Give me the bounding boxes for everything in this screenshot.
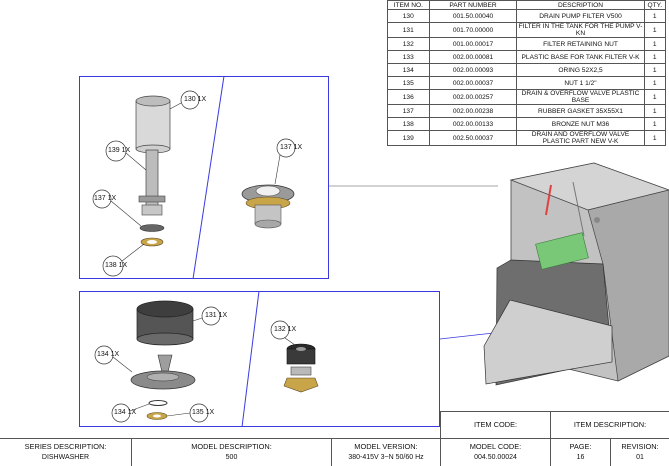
callout-131: 131 1X	[205, 312, 228, 319]
series-description-cell: SERIES DESCRIPTION: DISHWASHER	[0, 438, 131, 466]
item-code-cell: ITEM CODE:	[440, 411, 550, 438]
callout-134-oring: 134 1X	[114, 409, 137, 416]
title-block: ITEM CODE: ITEM DESCRIPTION: SERIES DESC…	[0, 411, 669, 466]
detail-box-drain-valve	[79, 76, 329, 279]
revision-cell: REVISION: 01	[610, 438, 669, 466]
series-description-value: DISHWASHER	[41, 454, 90, 461]
item-code-label: ITEM CODE:	[473, 420, 518, 429]
dishwasher-cabinet	[483, 162, 669, 386]
callout-130: 130 1X	[184, 96, 207, 103]
callout-137-exploded: 137 1X	[94, 195, 117, 202]
callout-circles	[92, 90, 296, 423]
revision-value: 01	[636, 454, 644, 461]
model-code-value: 004.50.00024	[474, 454, 517, 461]
part-130-filter	[135, 95, 171, 154]
callout-138: 138 1X	[105, 262, 128, 269]
part-138-bronze-nut	[140, 237, 164, 247]
description-cell: DRAIN AND OVERFLOW VALVE PLASTIC PART NE…	[516, 130, 645, 146]
item-description-label: ITEM DESCRIPTION:	[573, 420, 647, 429]
parts-table: ITEM NO. PART NUMBER DESCRIPTION QTY. 13…	[387, 0, 667, 146]
revision-label: REVISION:	[621, 442, 659, 451]
callout-132: 132 1X	[274, 326, 297, 333]
part-137-gasket	[139, 224, 165, 232]
qty-cell: 1	[643, 130, 667, 146]
callout-139: 139 1X	[108, 147, 131, 154]
model-version-label: MODEL VERSION:	[354, 442, 418, 451]
series-description-label: SERIES DESCRIPTION:	[24, 442, 107, 451]
part-131-tank-filter	[136, 300, 194, 346]
model-description-label: MODEL DESCRIPTION:	[191, 442, 272, 451]
page-value: 16	[576, 454, 585, 461]
box2-divider	[241, 290, 260, 428]
callout-135: 135 1X	[192, 409, 215, 416]
model-description-cell: MODEL DESCRIPTION: 500	[131, 438, 331, 466]
part-133-plastic-base	[130, 354, 196, 390]
callout-137-assembled: 137 1X	[280, 144, 303, 151]
page-label: PAGE:	[569, 442, 592, 451]
page-cell: PAGE: 16	[550, 438, 610, 466]
callout-leaders	[110, 102, 296, 417]
detail-box-tank-filter	[79, 291, 440, 427]
part-134-oring	[148, 400, 168, 406]
model-version-cell: MODEL VERSION: 380-415V 3~N 50/60 Hz	[331, 438, 440, 466]
part-137-assembled-view	[241, 184, 295, 229]
model-code-cell: MODEL CODE: 004.50.00024	[440, 438, 550, 466]
model-code-label: MODEL CODE:	[469, 442, 522, 451]
model-description-value: 500	[225, 454, 238, 461]
model-version-value: 380-415V 3~N 50/60 Hz	[348, 454, 424, 461]
part-132-retaining-nut	[283, 343, 319, 393]
callout-134-base: 134 1X	[97, 351, 120, 358]
box1-divider	[192, 75, 225, 280]
item-description-cell: ITEM DESCRIPTION:	[550, 411, 669, 438]
parts-table-header: ITEM NO. PART NUMBER DESCRIPTION QTY.	[387, 0, 667, 10]
part-139-valve-stem	[138, 149, 166, 216]
qty-cell: 1	[643, 117, 667, 131]
